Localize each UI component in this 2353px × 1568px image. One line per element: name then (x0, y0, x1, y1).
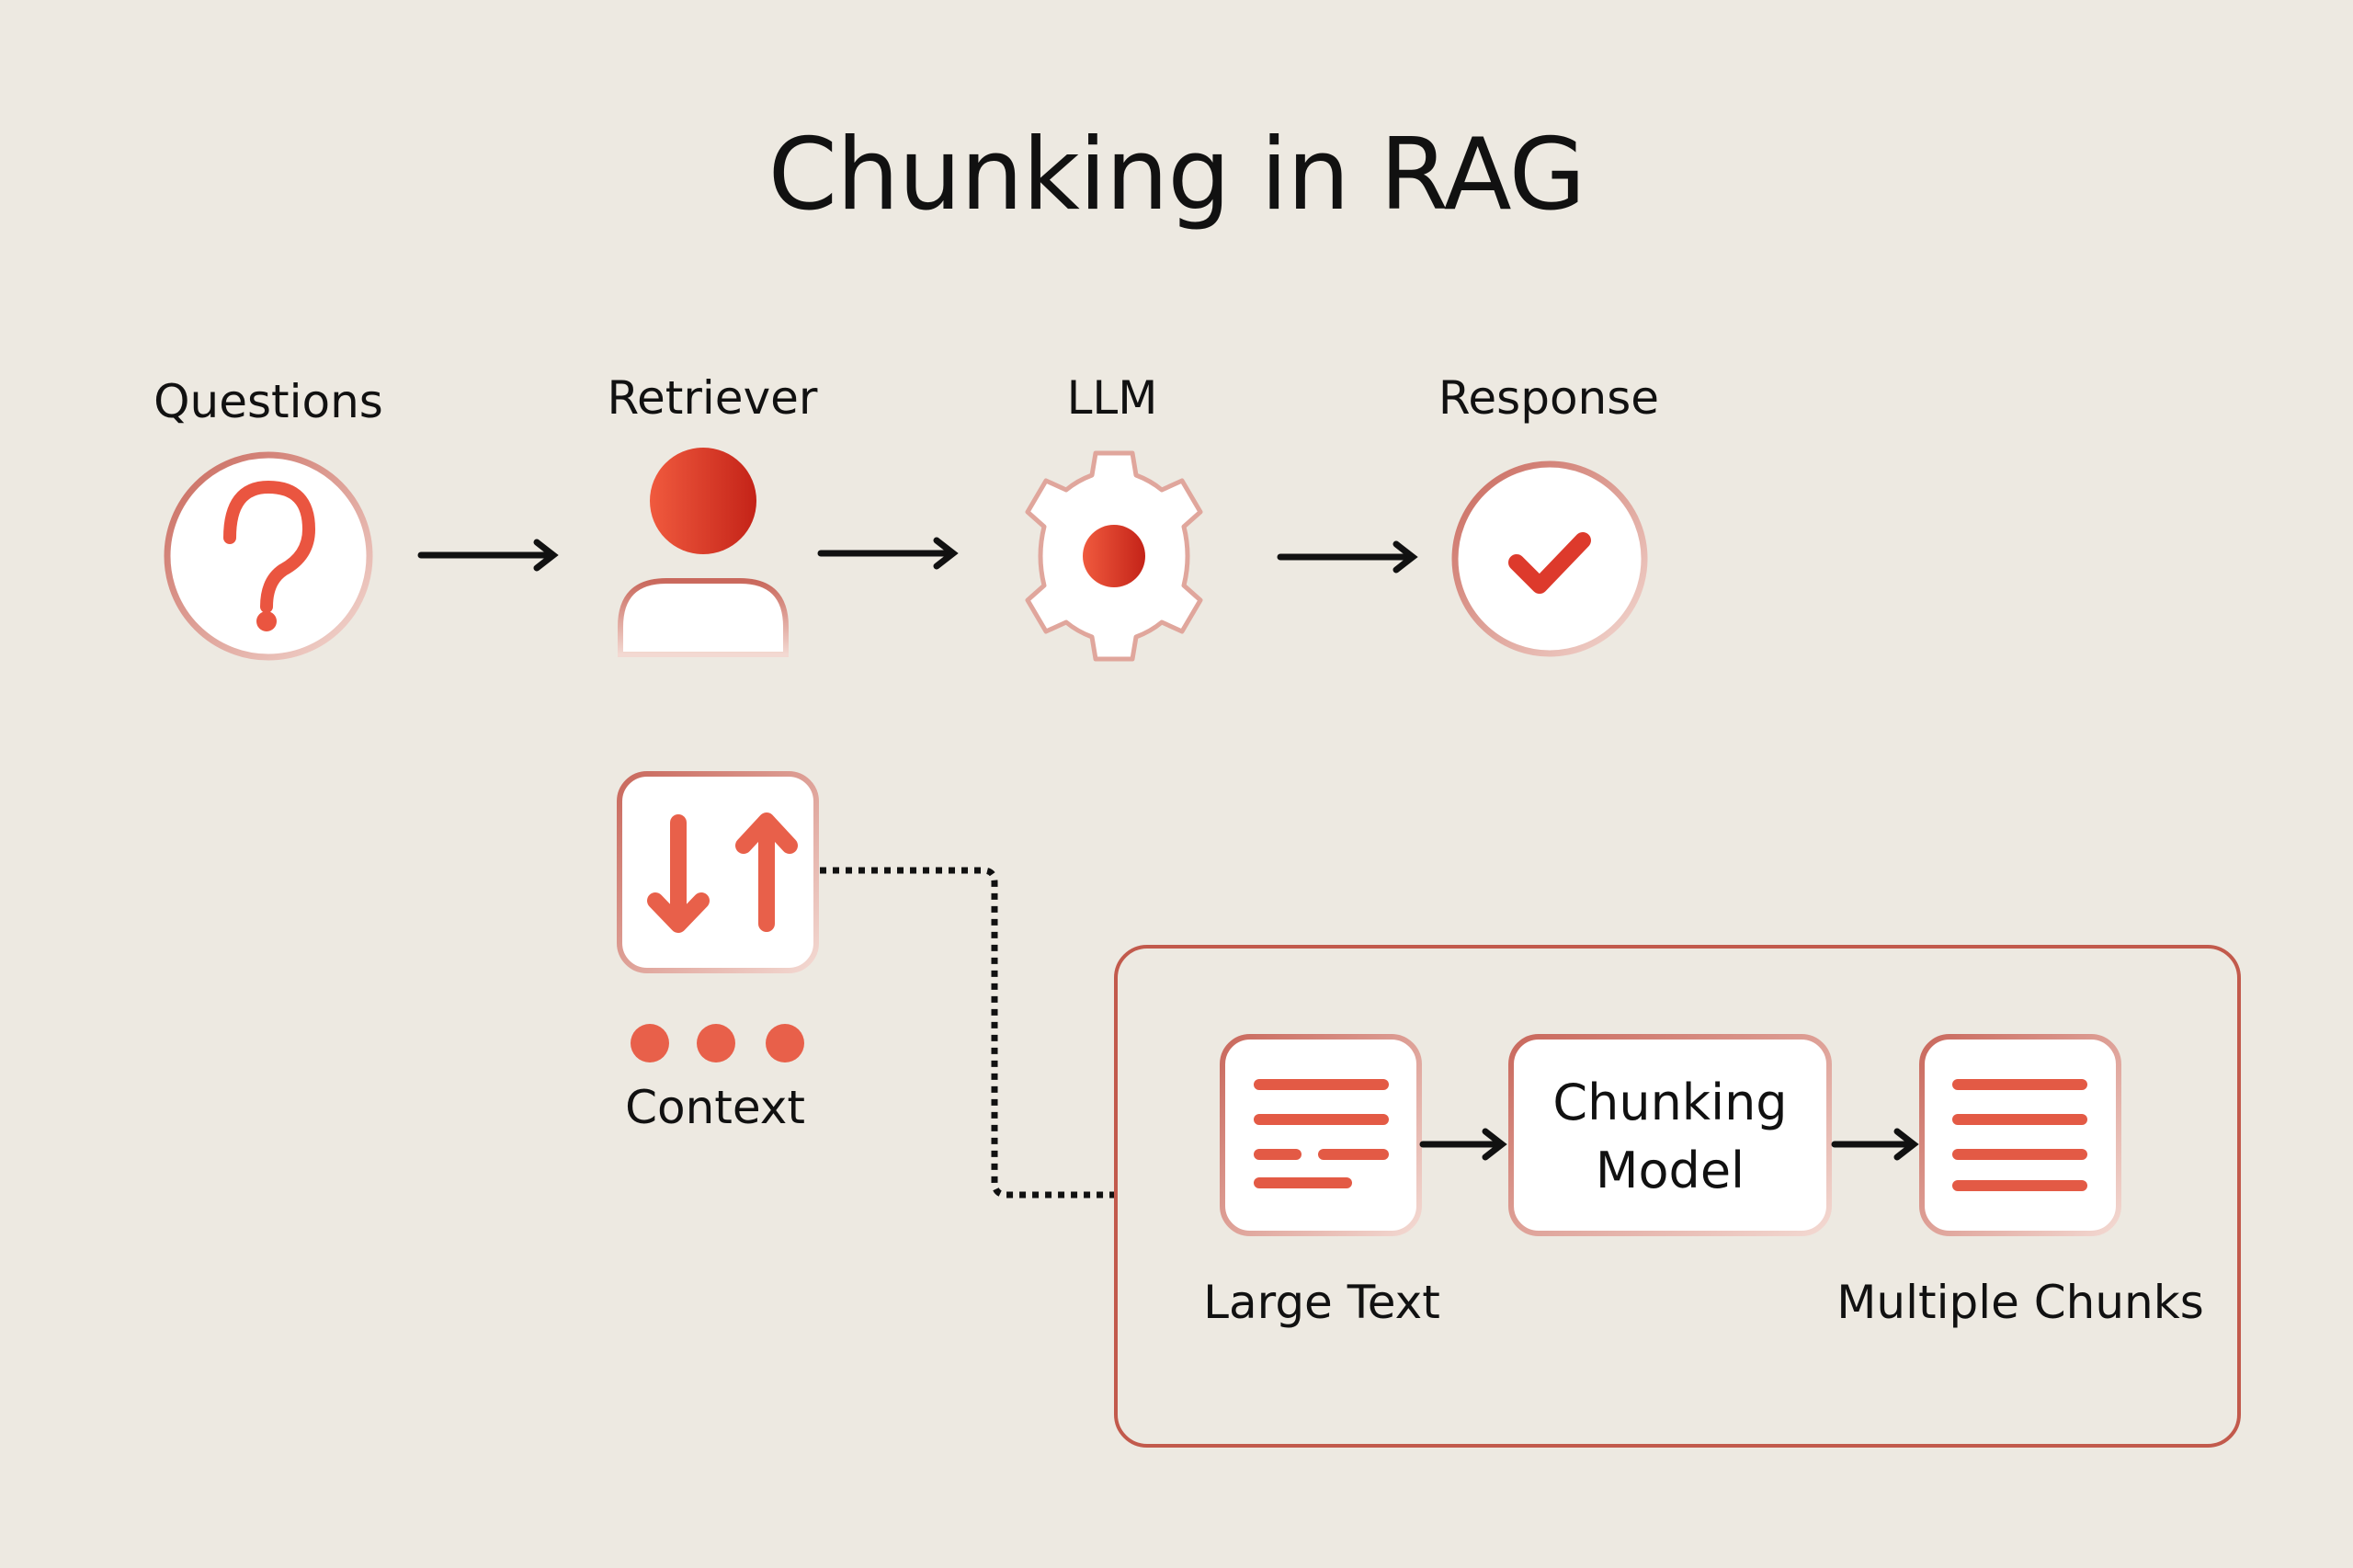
questions-label: Questions (153, 375, 383, 428)
ellipsis-dots (631, 1024, 804, 1062)
arrow-questions-to-retriever (417, 539, 559, 572)
diagram-title: Chunking in RAG (767, 118, 1586, 233)
large-text-label: Large Text (1203, 1276, 1440, 1329)
dotted-connector (820, 867, 1114, 1199)
response-label: Response (1438, 371, 1660, 425)
question-icon (164, 451, 373, 661)
chunking-model-line2: Model (1595, 1142, 1745, 1199)
arrow-retriever-to-llm (817, 537, 959, 570)
gear-icon (1025, 450, 1203, 662)
chunking-model-text: Chunking Model (1511, 1069, 1829, 1205)
chunking-model-line1: Chunking (1552, 1074, 1788, 1131)
person-icon (618, 448, 789, 657)
swap-arrows-icon (617, 771, 819, 973)
list-icon (1919, 1034, 2121, 1236)
document-icon (1220, 1034, 1422, 1236)
chunking-container (1114, 945, 2241, 1448)
multiple-chunks-label: Multiple Chunks (1836, 1276, 2204, 1329)
check-icon (1451, 460, 1648, 657)
llm-label: LLM (1066, 371, 1158, 425)
arrow-text-to-model (1419, 1128, 1507, 1161)
chunking-model-box (1508, 1034, 1832, 1236)
arrow-model-to-chunks (1831, 1128, 1919, 1161)
arrow-llm-to-response (1277, 540, 1418, 574)
context-label: Context (625, 1081, 805, 1134)
retriever-label: Retriever (607, 371, 818, 425)
